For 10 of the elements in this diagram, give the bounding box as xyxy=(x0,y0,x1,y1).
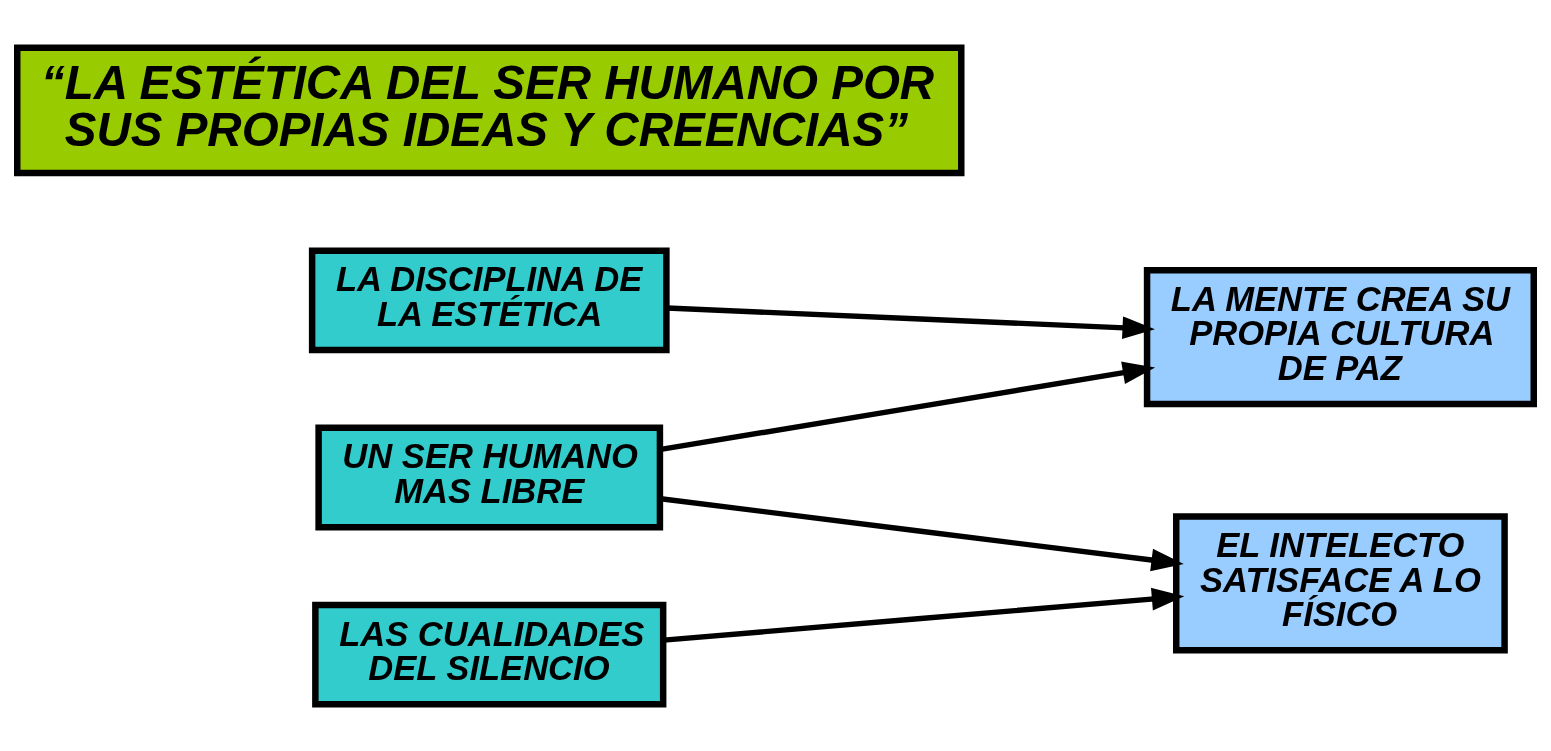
node-box: EL INTELECTO SATISFACE A LO FÍSICO xyxy=(1173,512,1508,654)
node-box: LA DISCIPLINA DE LA ESTÉTICA xyxy=(308,246,670,353)
arrow xyxy=(660,495,1184,571)
node-box: UN SER HUMANO MAS LIBRE xyxy=(315,424,664,530)
node-box: LAS CUALIDADES DEL SILENCIO xyxy=(312,601,667,708)
arrow xyxy=(666,304,1155,339)
node-box: “LA ESTÉTICA DEL SER HUMANO POR SUS PROPIAS IDEAS Y CREENCIAS” xyxy=(14,43,965,176)
arrow xyxy=(660,361,1156,452)
node-box: LA MENTE CREA SU PROPIA CULTURA DE PAZ xyxy=(1143,266,1537,407)
arrow xyxy=(663,587,1185,643)
